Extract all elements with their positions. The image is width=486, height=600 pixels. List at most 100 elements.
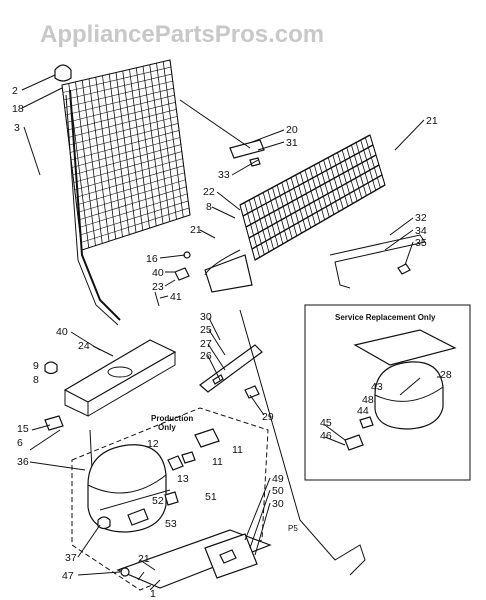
evaporator-coil	[204, 134, 386, 293]
coil-line	[323, 159, 339, 212]
coil-line	[332, 154, 349, 207]
coil-line	[78, 186, 187, 221]
coil-line	[254, 184, 386, 261]
coil-line	[251, 174, 383, 250]
callout-50: 47	[62, 570, 74, 582]
coil-line	[68, 109, 177, 138]
coil-line	[253, 197, 270, 253]
callout-28: 28	[440, 369, 452, 381]
coil-line	[69, 116, 178, 146]
callout-15: 13	[177, 473, 189, 485]
condenser-coil	[54, 59, 191, 326]
callout-29: 29	[262, 411, 274, 423]
coil-line	[74, 158, 183, 191]
callout-3: 18	[12, 103, 24, 115]
callout-4: 3	[14, 122, 20, 134]
callout-24: 24	[78, 340, 90, 352]
coil-line	[258, 194, 274, 250]
coil-line	[341, 149, 358, 202]
coil-line	[262, 192, 279, 247]
coil-line	[248, 164, 380, 239]
coil-line	[72, 144, 181, 176]
drier-part	[229, 139, 265, 159]
clamp-29	[244, 385, 260, 399]
coil-line	[75, 165, 184, 198]
screw-50	[120, 567, 130, 577]
callout-51: 51	[205, 491, 217, 503]
coil-line	[245, 154, 377, 228]
coil-line	[267, 189, 284, 245]
callout-13: 12	[147, 438, 159, 450]
callout-44: 44	[357, 405, 369, 417]
coil-line	[360, 139, 377, 191]
coil-line	[286, 179, 302, 234]
callout-46: 46	[320, 430, 332, 442]
clip-51	[164, 491, 179, 506]
coil-line	[295, 174, 312, 228]
service-part-45	[344, 434, 364, 451]
callout-8: 8	[33, 374, 39, 386]
callout-48: 49	[272, 473, 284, 485]
callout-21a: 21	[426, 115, 438, 127]
fitting-9	[44, 361, 58, 375]
side-note: P5	[288, 524, 298, 533]
coil-line	[346, 147, 363, 199]
callout-47: 48	[362, 394, 374, 406]
callout-45: 45	[320, 417, 332, 429]
callout-11: 11	[232, 444, 243, 456]
callout-33: 32	[415, 212, 427, 224]
callout-27: 27	[200, 338, 212, 350]
callout-2: 2	[12, 85, 18, 97]
tube-31	[239, 309, 366, 576]
coil-line	[327, 157, 344, 210]
coil-line	[71, 137, 181, 168]
coil-line	[242, 144, 374, 217]
service-part-44	[359, 416, 374, 429]
relay-13	[167, 455, 184, 471]
coil-line	[369, 134, 386, 186]
coil-line	[66, 94, 175, 123]
coil-line	[355, 142, 372, 194]
callout-16: 15	[17, 423, 29, 435]
callout-numbers: 2 18 3 20 31 21 33 22 8 21 16 40 23 41 3…	[12, 85, 452, 600]
coil-line	[276, 184, 293, 239]
coil-line	[239, 134, 371, 206]
coil-line	[248, 199, 265, 255]
coil-line	[304, 169, 321, 223]
coil-line	[337, 152, 353, 204]
callout-41: 41	[170, 291, 182, 303]
callout-6: 6	[17, 437, 23, 449]
callout-9: 9	[33, 360, 39, 372]
heater-tube	[329, 234, 426, 289]
callout-25: 25	[200, 324, 212, 336]
coil-line	[65, 87, 174, 116]
coil-line	[62, 66, 171, 93]
service-replacement-box	[304, 304, 471, 481]
overload-12	[181, 451, 196, 464]
grommet-39	[97, 516, 111, 530]
callout-40b: 40	[56, 326, 68, 338]
coil-line	[244, 202, 261, 258]
callout-40a: 40	[152, 267, 164, 279]
callout-53: 53	[165, 518, 177, 530]
callout-26: 26	[200, 350, 212, 362]
callout-21c: 21	[138, 553, 150, 565]
production-title-2: Only	[158, 423, 176, 432]
coil-line	[281, 182, 298, 237]
coil-line	[272, 187, 288, 242]
coil-line	[77, 179, 186, 213]
coil-line	[73, 151, 182, 183]
coil-line	[309, 167, 326, 220]
callout-49: 50	[272, 485, 284, 497]
callout-37: 36	[17, 456, 29, 468]
coil-line	[71, 130, 180, 161]
coil-line	[81, 214, 191, 251]
callout-1: 1	[150, 588, 156, 600]
coil-line	[61, 59, 171, 86]
callout-35: 34	[415, 225, 427, 237]
coil-line	[63, 73, 172, 101]
callout-34: 33	[218, 169, 230, 181]
coil-line	[80, 207, 190, 243]
